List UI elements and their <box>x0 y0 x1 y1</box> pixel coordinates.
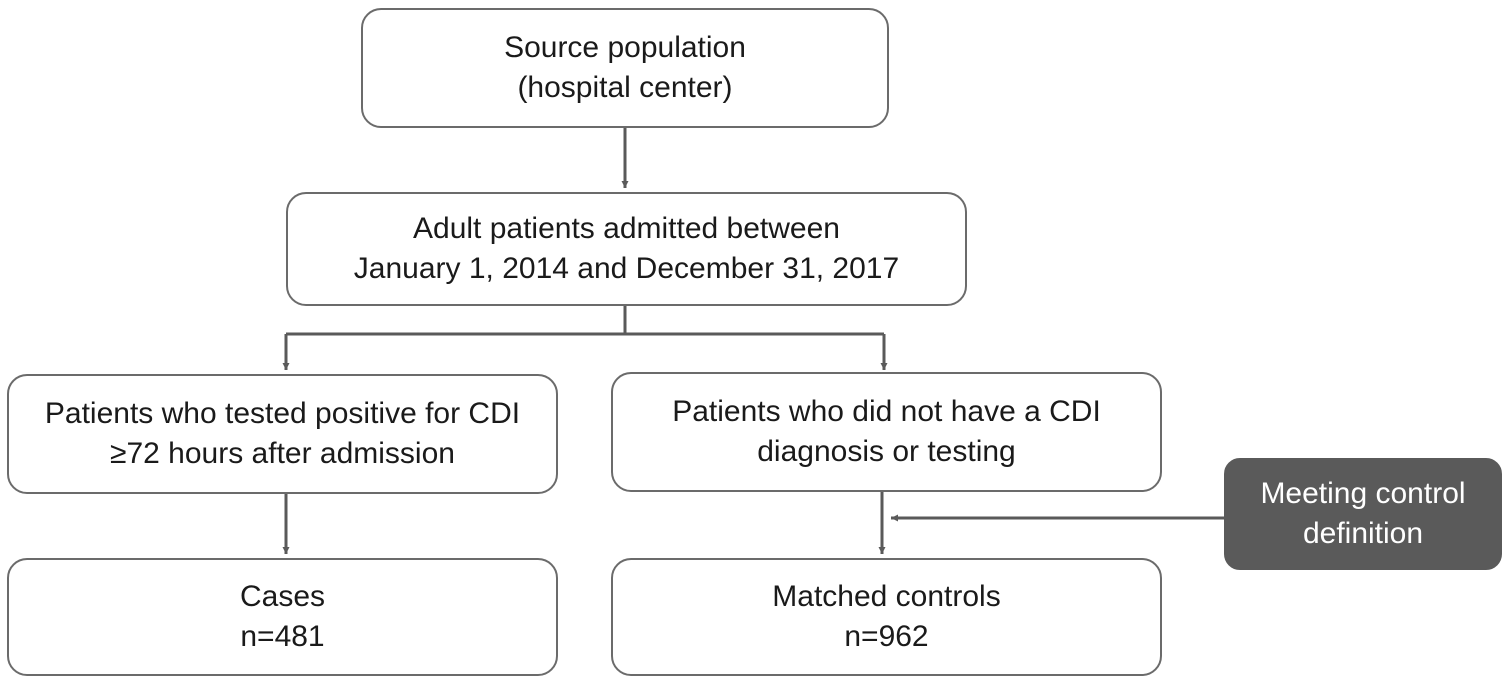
cases-count: n=481 <box>240 620 325 653</box>
control-definition-line1: Meeting control <box>1260 477 1466 510</box>
adult-patients-line1: Adult patients admitted between <box>413 212 840 245</box>
cases-box: Cases n=481 <box>7 558 558 676</box>
source-population-line1: Source population <box>504 31 746 64</box>
matched-controls-box: Matched controls n=962 <box>611 558 1162 676</box>
no-cdi-line2: diagnosis or testing <box>757 435 1016 468</box>
no-cdi-box: Patients who did not have a CDI diagnosi… <box>611 372 1162 492</box>
source-population-box: Source population (hospital center) <box>361 8 889 128</box>
source-population-line2: (hospital center) <box>517 71 733 104</box>
control-definition-line2: definition <box>1302 517 1424 550</box>
no-cdi-line1: Patients who did not have a CDI <box>672 395 1101 428</box>
matched-controls-label: Matched controls <box>772 580 1001 613</box>
adult-patients-line2: January 1, 2014 and December 31, 2017 <box>353 252 900 285</box>
tested-positive-box: Patients who tested positive for CDI ≥72… <box>7 374 558 494</box>
tested-positive-line2: ≥72 hours after admission <box>110 437 455 470</box>
tested-positive-line1: Patients who tested positive for CDI <box>44 397 521 430</box>
control-definition-box: Meeting control definition <box>1224 458 1502 570</box>
cases-label: Cases <box>239 580 326 613</box>
matched-controls-count: n=962 <box>844 620 929 653</box>
adult-patients-box: Adult patients admitted between January … <box>286 192 967 306</box>
